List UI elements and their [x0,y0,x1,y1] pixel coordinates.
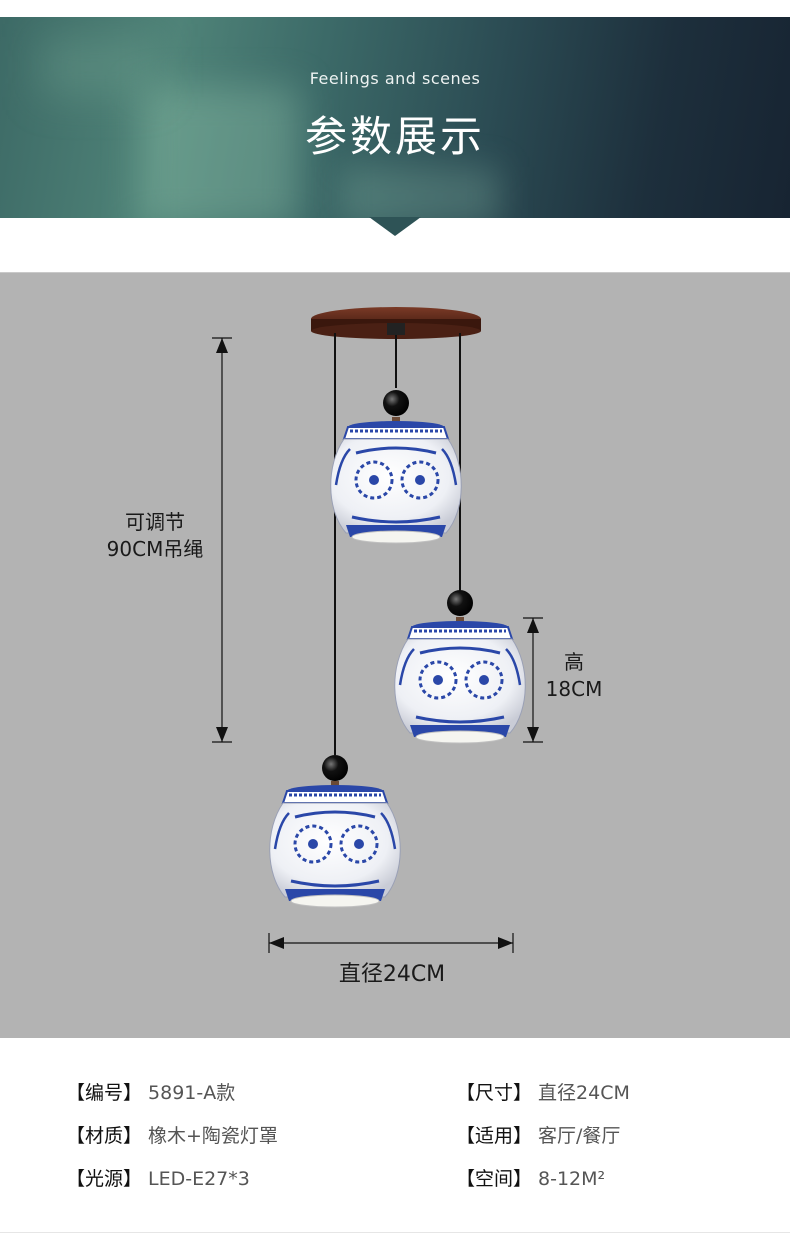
porcelain-shade [393,615,527,745]
spec-value: 5891-A款 [148,1082,236,1104]
spec-value: 直径24CM [538,1082,630,1104]
height-label: 高 18CM [535,649,613,703]
height-label-line2: 18CM [545,677,603,701]
diameter-label: 直径24CM [338,962,446,987]
weight-ball [322,755,348,781]
spec-key: 【空间】 [456,1168,533,1190]
product-dimension-panel: 可调节 90CM吊绳 高 18CM 直径24CM [0,272,790,1038]
cord-length-label-line2: 90CM吊绳 [106,537,204,561]
weight-ball [447,590,473,616]
diameter-dimension [268,933,514,953]
cord-length-label-line1: 可调节 [125,510,185,534]
divider [0,1232,790,1233]
spec-item-material: 【材质】橡木+陶瓷灯罩 [66,1121,278,1148]
height-dimension [523,617,543,743]
spec-item-number: 【编号】5891-A款 [66,1078,235,1105]
pendant-lamp-diagram [212,307,543,953]
banner-light-patch [140,87,300,218]
spec-key: 【适用】 [456,1125,533,1147]
banner-light-patch [40,37,160,97]
spec-key: 【光源】 [66,1168,143,1190]
spec-item-size: 【尺寸】直径24CM [456,1078,630,1105]
banner-subtitle: Feelings and scenes [309,69,481,88]
spec-item-light-source: 【光源】LED-E27*3 [66,1164,250,1191]
banner-title: 参数展示 [304,112,485,161]
spec-value: LED-E27*3 [148,1168,250,1190]
cord-length-label: 可调节 90CM吊绳 [90,509,220,563]
header-banner: Feelings and scenes 参数展示 [0,17,790,218]
spec-value: 橡木+陶瓷灯罩 [148,1125,278,1147]
cord-length-dimension [212,337,232,743]
spec-key: 【材质】 [66,1125,143,1147]
porcelain-shade [268,779,402,909]
spec-key: 【编号】 [66,1082,143,1104]
banner-light-patch [340,167,500,218]
spec-item-space: 【空间】8-12M² [456,1164,605,1191]
height-label-line1: 高 [564,650,584,674]
spec-value: 客厅/餐厅 [538,1125,621,1147]
weight-ball [383,390,409,416]
spec-value: 8-12M² [538,1168,606,1190]
spec-key: 【尺寸】 [456,1082,533,1104]
banner-notch [369,217,421,236]
spec-item-usage: 【适用】客厅/餐厅 [456,1121,620,1148]
porcelain-shade [329,415,463,545]
